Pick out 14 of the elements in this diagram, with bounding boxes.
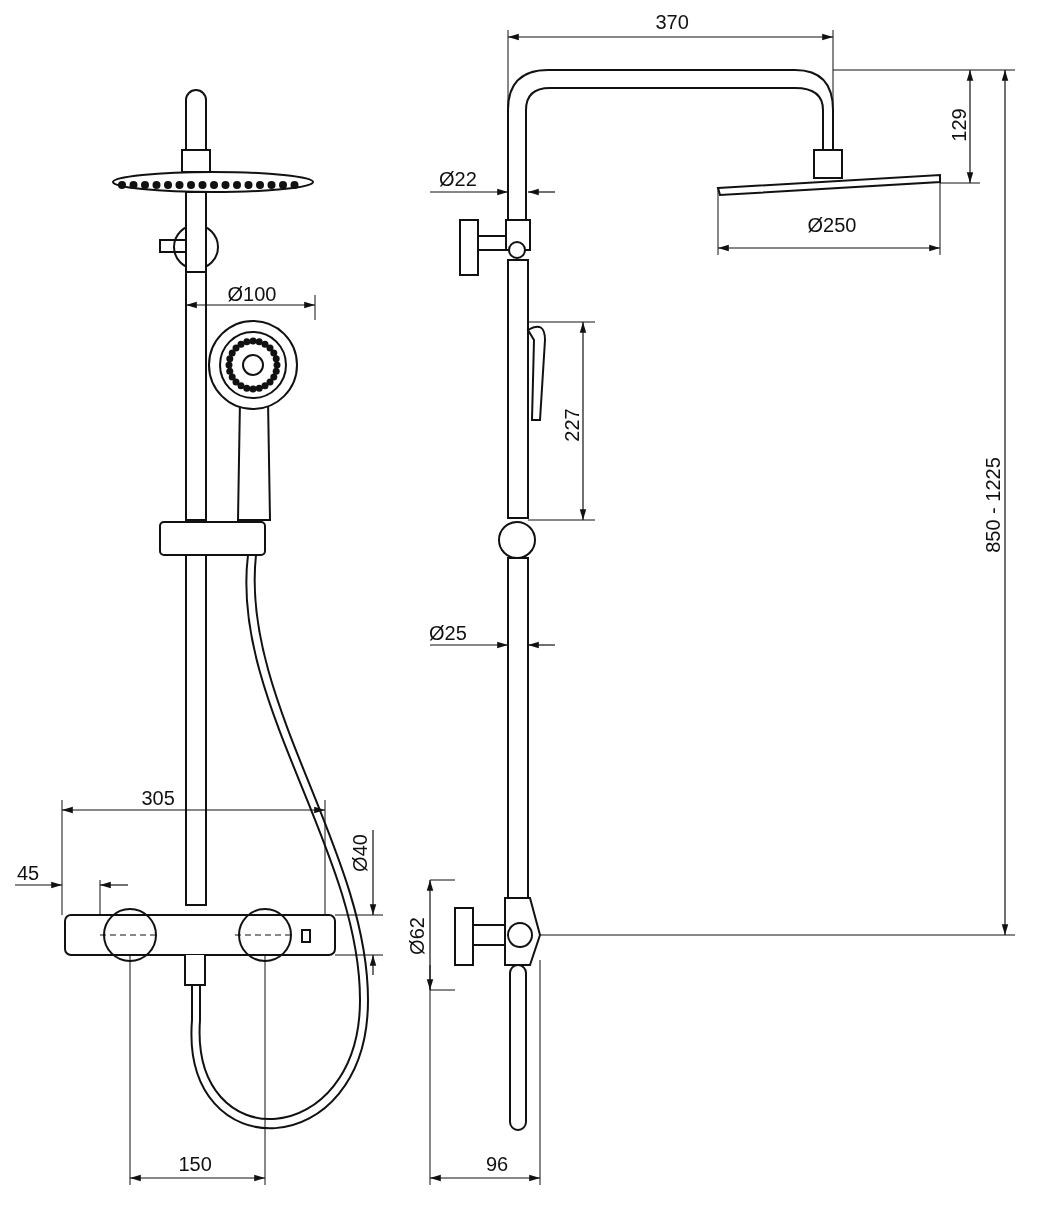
dimension-label: Ø22 xyxy=(439,169,477,189)
dimension-label: Ø100 xyxy=(227,284,277,304)
dimension-label: Ø40 xyxy=(349,834,370,872)
dimension-label: 370 xyxy=(655,12,689,32)
dimension-label: 45 xyxy=(17,863,40,883)
dimension-label: Ø25 xyxy=(429,623,467,643)
dimension-label: Ø62 xyxy=(406,917,427,955)
dimension-label: 150 xyxy=(178,1154,212,1174)
dimension-label: 96 xyxy=(486,1154,509,1174)
dimension-label: 129 xyxy=(948,108,969,142)
dimension-label: Ø250 xyxy=(807,215,857,235)
dimension-label: 305 xyxy=(141,788,175,808)
dimension-label: 850 - 1225 xyxy=(982,457,1003,553)
dimension-label: 227 xyxy=(561,408,582,442)
